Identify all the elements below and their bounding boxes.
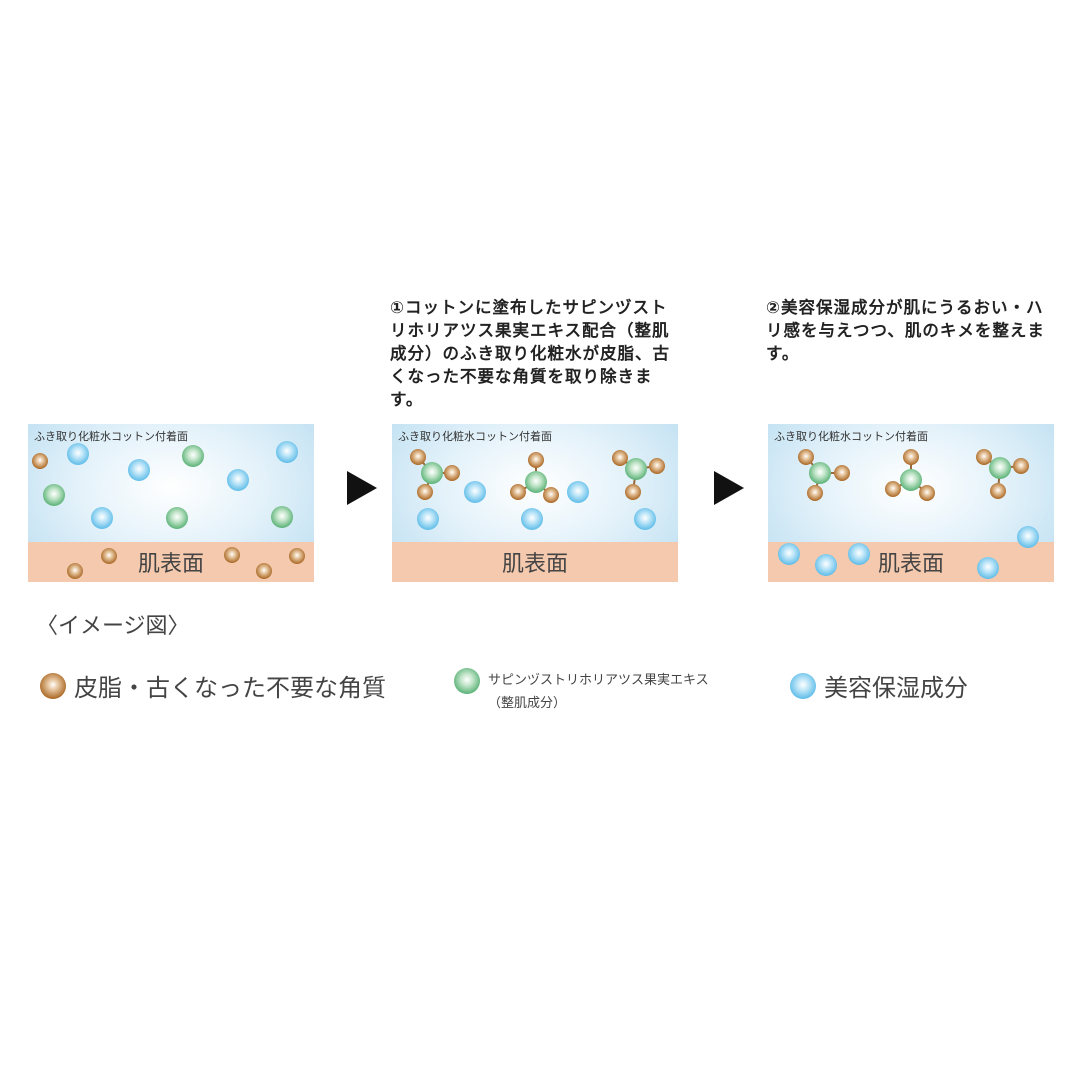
step-3-description: ②美容保湿成分が肌にうるおい・ハリ感を与えつつ、肌のキメを整えます。 [766, 298, 1045, 363]
blue-ball-icon [521, 508, 543, 530]
brown-ball-icon [32, 453, 48, 469]
blue-ball-icon [276, 441, 298, 463]
arrow-right-icon [714, 471, 744, 505]
cotton-surface-caption: ふき取り化粧水コットン付着面 [34, 430, 188, 443]
green-ball-icon [809, 462, 831, 484]
cotton-surface-caption: ふき取り化粧水コットン付着面 [774, 430, 928, 443]
blue-ball-icon [67, 443, 89, 465]
green-ball-icon [421, 462, 443, 484]
brown-ball-icon [67, 563, 83, 579]
arrow-right-icon [347, 471, 377, 505]
skin-label: 肌表面 [137, 552, 204, 577]
brown-ball-icon [612, 450, 628, 466]
blue-ball-icon [128, 459, 150, 481]
step-2-description: ①コットンに塗布したサピンヅストリホリアツス果実エキス配合（整肌成分）のふき取り… [390, 298, 670, 409]
blue-ball-icon [815, 554, 837, 576]
brown-ball-icon [444, 465, 460, 481]
skin-label: 肌表面 [877, 552, 944, 577]
green-ball-icon [525, 471, 547, 493]
brown-ball-icon [625, 484, 641, 500]
brown-ball-icon [798, 449, 814, 465]
brown-ball-icon [543, 487, 559, 503]
green-ball-icon [271, 506, 293, 528]
blue-ball-icon [977, 557, 999, 579]
bond-line [820, 472, 842, 474]
brown-ball-icon [40, 672, 66, 699]
brown-ball-icon [289, 548, 305, 564]
brown-ball-icon [976, 449, 992, 465]
legend-label: 皮脂・古くなった不要な角質 [74, 674, 386, 702]
blue-ball-icon [778, 543, 800, 565]
legend-sebum: 皮脂・古くなった不要な角質 [40, 668, 386, 703]
green-ball-icon [166, 507, 188, 529]
brown-ball-icon [417, 484, 433, 500]
cotton-surface-caption: ふき取り化粧水コットン付着面 [398, 430, 552, 443]
green-ball-icon [454, 668, 480, 694]
skin-surface: 肌表面 [392, 542, 678, 582]
panel-moisturize: 肌表面 ふき取り化粧水コットン付着面 [768, 424, 1054, 582]
brown-ball-icon [649, 458, 665, 474]
green-ball-icon [900, 469, 922, 491]
brown-ball-icon [919, 485, 935, 501]
brown-ball-icon [885, 481, 901, 497]
blue-ball-icon [848, 543, 870, 565]
legend-sublabel: （整肌成分） [488, 696, 567, 711]
legend-label: 美容保湿成分 [824, 674, 968, 702]
legend-extract: サピンヅストリホリアツス果実エキス （整肌成分） [454, 668, 709, 711]
green-ball-icon [989, 457, 1011, 479]
blue-ball-icon [91, 507, 113, 529]
legend-label: サピンヅストリホリアツス果実エキス [488, 673, 709, 688]
panel-before: 肌表面 ふき取り化粧水コットン付着面 [28, 424, 314, 582]
brown-ball-icon [410, 449, 426, 465]
brown-ball-icon [834, 465, 850, 481]
brown-ball-icon [101, 548, 117, 564]
blue-ball-icon [567, 481, 589, 503]
blue-ball-icon [227, 469, 249, 491]
green-ball-icon [182, 445, 204, 467]
brown-ball-icon [528, 452, 544, 468]
brown-ball-icon [224, 547, 240, 563]
blue-ball-icon [790, 672, 816, 699]
blue-ball-icon [634, 508, 656, 530]
green-ball-icon [43, 484, 65, 506]
blue-ball-icon [1017, 526, 1039, 548]
brown-ball-icon [990, 483, 1006, 499]
green-ball-icon [625, 458, 647, 480]
panel-wipe: 肌表面 ふき取り化粧水コットン付着面 [392, 424, 678, 582]
skin-label: 肌表面 [501, 552, 568, 577]
skin-surface: 肌表面 [768, 542, 1054, 582]
blue-ball-icon [464, 481, 486, 503]
blue-ball-icon [417, 508, 439, 530]
brown-ball-icon [903, 449, 919, 465]
brown-ball-icon [256, 563, 272, 579]
legend-moisture: 美容保湿成分 [790, 668, 968, 703]
brown-ball-icon [807, 485, 823, 501]
brown-ball-icon [1013, 458, 1029, 474]
image-note: 〈イメージ図〉 [36, 614, 190, 639]
brown-ball-icon [510, 484, 526, 500]
